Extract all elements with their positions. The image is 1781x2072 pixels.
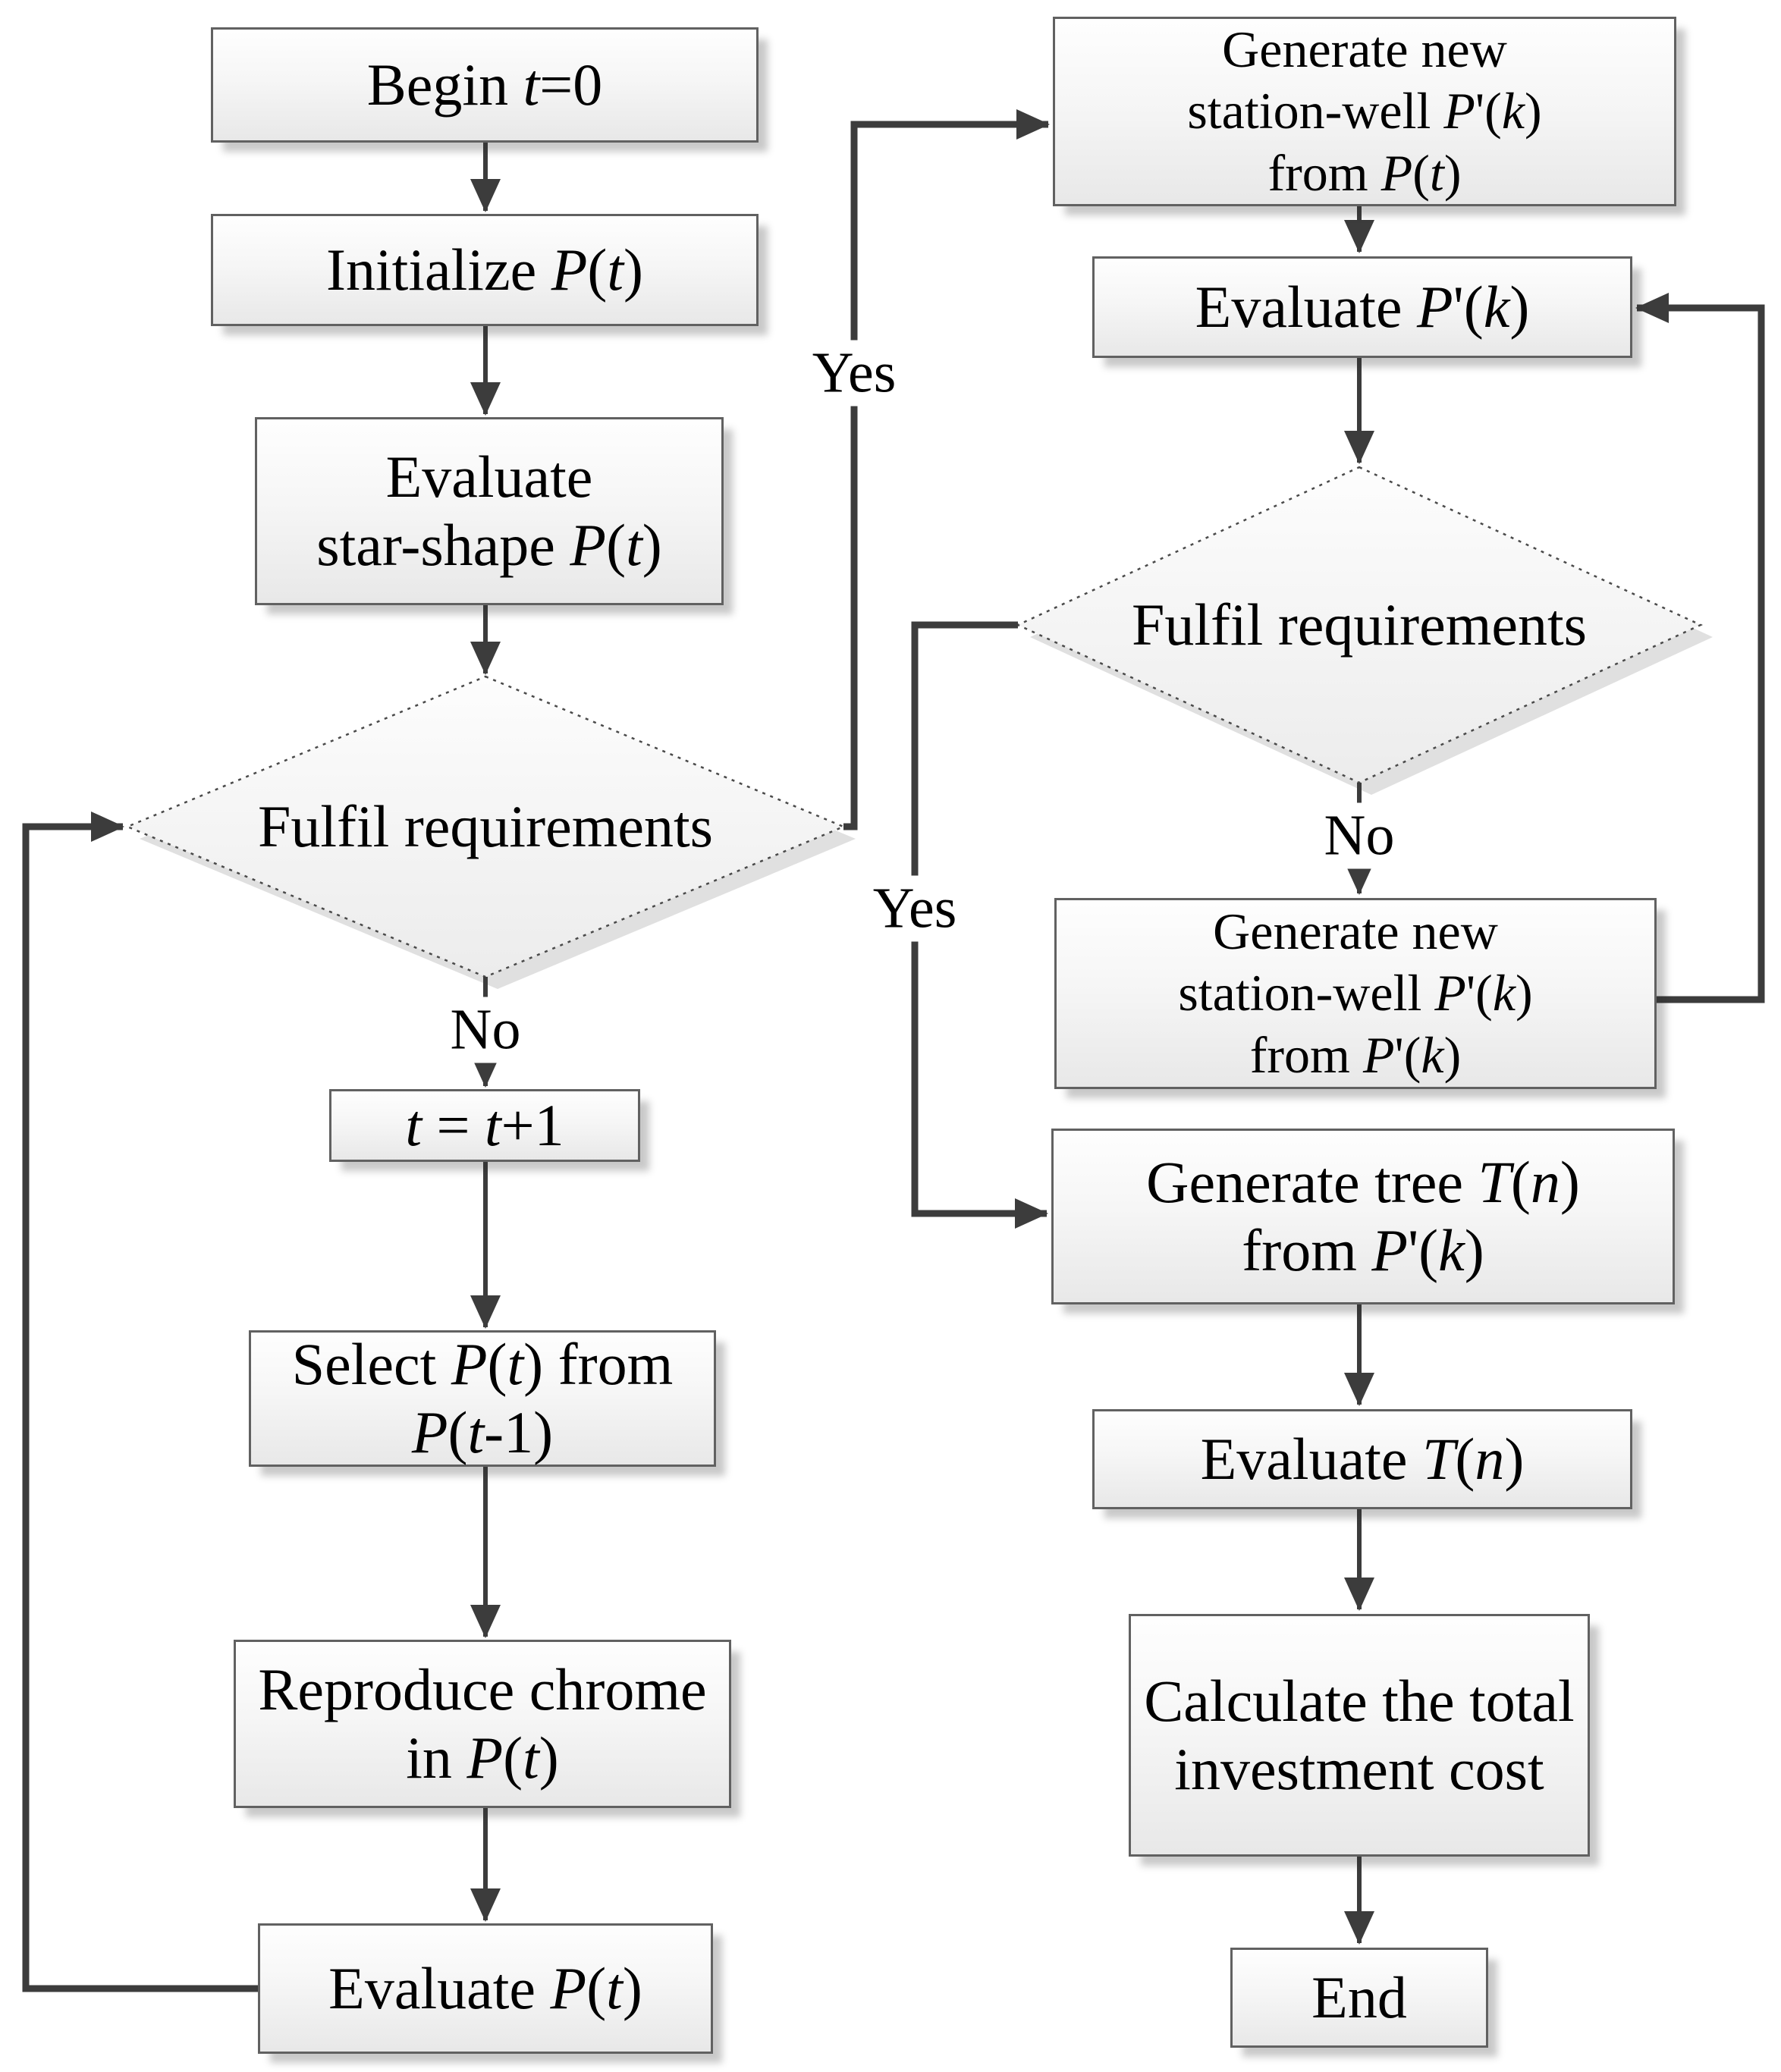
evaluate-pk-node: Evaluate P'(k) [1092, 256, 1632, 358]
initialize-node: Initialize P(t) [211, 214, 759, 326]
yes-label-right: Yes [863, 875, 966, 942]
evaluate-tn-node: Evaluate T(n) [1092, 1409, 1632, 1509]
fulfil-requirements-decision-left-label: Fulfil requirements [257, 793, 714, 859]
t-increment-node: t = t+1 [329, 1089, 640, 1162]
no-label-right: No [1315, 802, 1404, 869]
loop-evaluate-pt-to-decision [22, 812, 258, 1992]
generate-tree-node: Generate tree T(n)from P'(k) [1051, 1129, 1675, 1304]
fulfil-requirements-decision-right-label: Fulfil requirements [1131, 592, 1588, 658]
yes-label-left: Yes [803, 340, 906, 407]
loop-generate-pk-to-evaluate-pk [1635, 293, 1765, 1003]
no-label-left: No [441, 997, 530, 1063]
evaluate-pt-node: Evaluate P(t) [258, 1923, 713, 2054]
end-node: End [1230, 1948, 1488, 2048]
yes-branch-left-decision-to-generate [843, 109, 1050, 830]
begin-node: Begin t=0 [211, 27, 759, 143]
